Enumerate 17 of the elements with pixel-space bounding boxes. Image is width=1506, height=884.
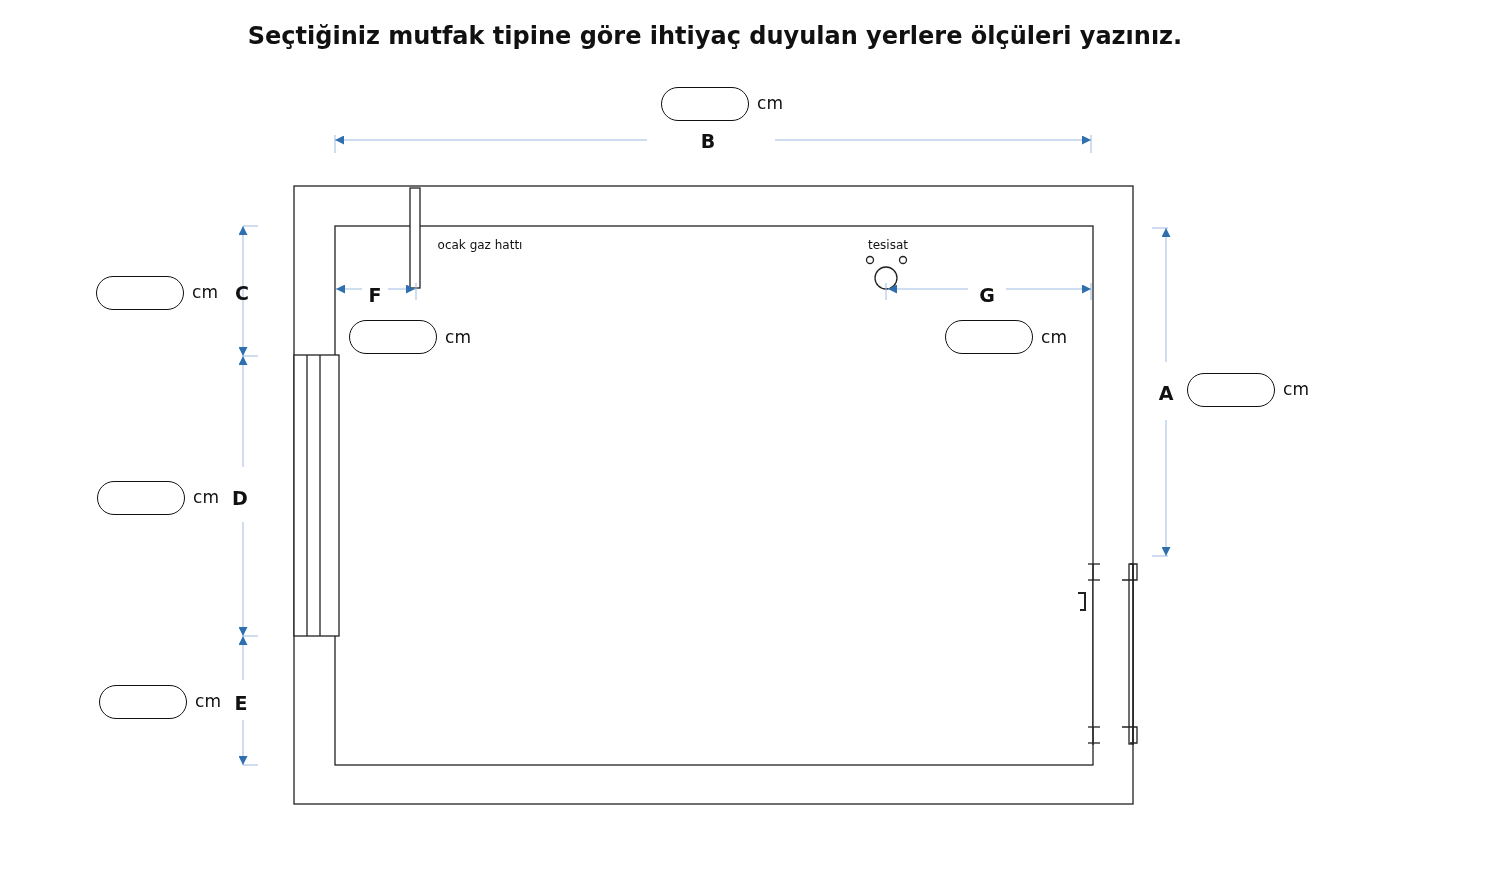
unit-label: cm [192, 283, 218, 301]
unit-label: cm [193, 488, 219, 506]
unit-label: cm [757, 94, 783, 112]
dimension-letter: B [700, 131, 716, 151]
dimension-letter: F [368, 285, 382, 305]
dimension-letter: G [979, 285, 995, 305]
dimension-letter: D [232, 488, 248, 508]
dimension-letter: A [1158, 383, 1174, 403]
dimension-letter: C [235, 283, 249, 303]
plan-note: ocak gaz hattı [437, 239, 523, 251]
unit-label: cm [1283, 380, 1309, 398]
plan-note: tesisat [868, 239, 908, 251]
instruction-title: Seçtiğiniz mutfak tipine göre ihtiyaç duyulan yerlere ölçüleri yazınız. [246, 22, 1184, 50]
dimension-letter: E [234, 693, 248, 713]
unit-label: cm [445, 328, 471, 346]
unit-label: cm [195, 692, 221, 710]
unit-label: cm [1041, 328, 1067, 346]
